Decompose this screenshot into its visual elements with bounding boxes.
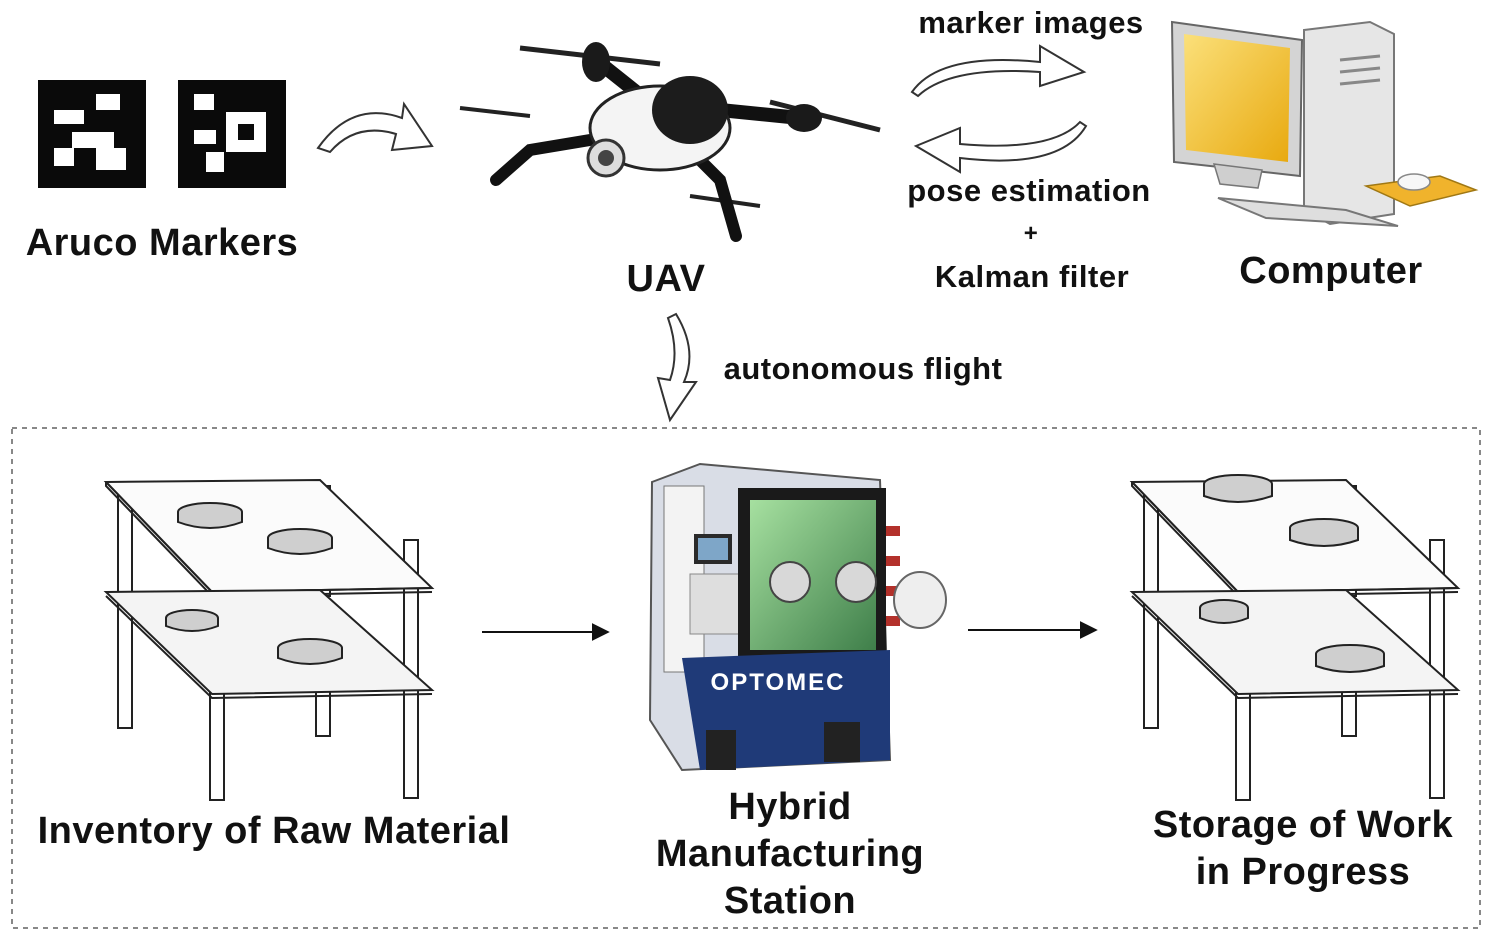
computer-icon bbox=[1170, 20, 1479, 227]
autonomous-flight-arrow-icon bbox=[656, 312, 698, 423]
inventory-table-icon bbox=[103, 478, 435, 801]
hybrid-station-label-line-3: Station bbox=[723, 880, 857, 922]
pose-estimation-arrow-icon bbox=[913, 120, 1088, 174]
uav-drone-icon bbox=[459, 42, 881, 242]
hybrid-station-label-line-1: Hybrid bbox=[728, 786, 852, 828]
inventory-label: Inventory of Raw Material bbox=[37, 810, 511, 852]
storage-label-line-1: Storage of Work bbox=[1152, 804, 1454, 846]
hybrid-machine-icon bbox=[648, 462, 947, 772]
marker-images-arrow-icon bbox=[910, 44, 1087, 98]
marker-images-label: marker images bbox=[918, 5, 1144, 40]
storage-label-line-2: in Progress bbox=[1195, 851, 1411, 893]
hybrid-station-label-line-2: Manufacturing bbox=[655, 833, 925, 875]
pose-estimation-label: pose estimation bbox=[907, 173, 1151, 208]
plus-label: + bbox=[1023, 220, 1039, 247]
aruco-markers-label: Aruco Markers bbox=[25, 222, 299, 264]
curved-arrow-icon bbox=[316, 101, 434, 154]
manufacturing-area-frame bbox=[11, 427, 1481, 929]
autonomous-flight-label: autonomous flight bbox=[723, 351, 1003, 386]
storage-table-icon bbox=[1129, 474, 1461, 801]
aruco-marker-2 bbox=[178, 80, 286, 188]
uav-label: UAV bbox=[626, 258, 706, 300]
aruco-marker-1 bbox=[38, 80, 146, 188]
machine-brand-text: OPTOMEC bbox=[711, 669, 846, 696]
kalman-filter-label: Kalman filter bbox=[934, 259, 1130, 294]
computer-label: Computer bbox=[1239, 250, 1423, 292]
